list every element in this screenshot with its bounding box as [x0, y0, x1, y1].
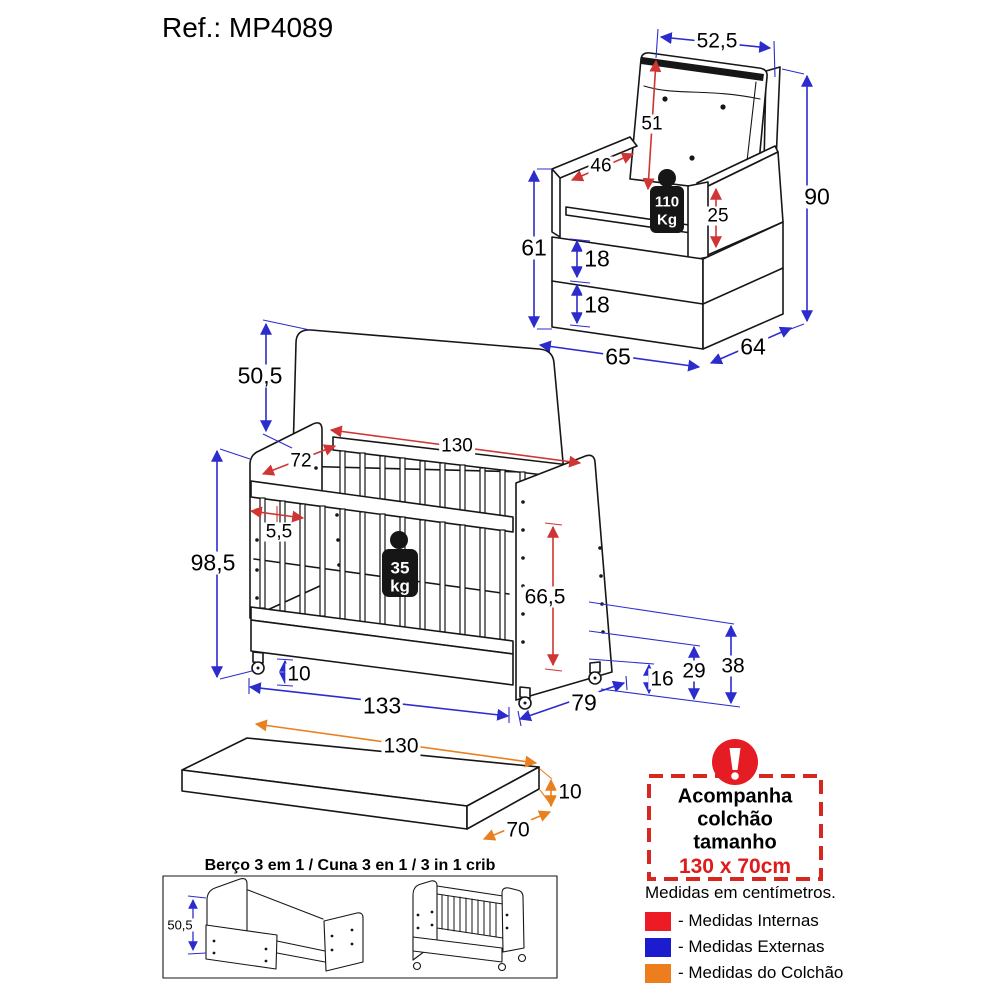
crib-dim-total-depth: 79 [569, 689, 599, 716]
crib-dim-inner-height: 66,5 [522, 585, 568, 609]
crib-dim-clearance: 10 [285, 662, 313, 686]
variants-title: Berço 3 em 1 / Cuna 3 en 1 / 3 in 1 crib [204, 857, 496, 874]
crib-drawing [211, 319, 741, 727]
legend-row-external: - Medidas Externas [645, 937, 824, 957]
crib-weight-unit: kg [390, 576, 410, 596]
notice-box [647, 739, 823, 881]
armchair-dim-upper-base: 18 [582, 245, 612, 272]
mattress-dim-width: 70 [504, 818, 532, 842]
armchair-weight-badge-icon [650, 169, 684, 233]
legend-row-mattress: - Medidas do Colchão [645, 963, 843, 983]
crib-dim-level-2: 29 [680, 659, 708, 683]
crib-dim-slat-gap: 5,5 [263, 521, 295, 543]
legend-swatch-external [645, 937, 671, 957]
armchair-dim-total-height: 90 [802, 183, 832, 210]
armchair-weight-unit: Kg [657, 211, 677, 229]
page-title: Ref.: MP4089 [162, 12, 334, 43]
legend-label-internal: - Medidas Internas [678, 911, 819, 930]
armchair-weight-value: 110 [654, 193, 680, 211]
crib-dim-inner-length: 130 [439, 435, 475, 457]
armchair-dim-arm-depth: 46 [588, 155, 614, 177]
crib-dim-level-1: 16 [648, 667, 676, 691]
mattress-dim-thickness: 10 [556, 780, 584, 804]
legend-label-external: - Medidas Externas [678, 937, 825, 956]
crib-dim-inner-width: 72 [288, 450, 314, 472]
crib-dim-headboard-height: 50,5 [235, 362, 285, 389]
armchair-dim-side-depth: 64 [738, 333, 768, 360]
crib-dim-total-length: 133 [360, 692, 404, 719]
armchair-drawing [528, 28, 813, 372]
mattress-dim-length: 130 [381, 734, 421, 758]
exclamation-icon [712, 739, 758, 785]
legend-swatch-internal [645, 911, 671, 931]
notice-line-1: Acompanha [677, 785, 793, 808]
armchair-dim-side-height: 61 [519, 234, 549, 261]
notice-mattress-size: 130 x 70cm [678, 855, 792, 878]
notice-line-2: colchão [697, 808, 773, 831]
armchair-dim-arm-above-seat: 25 [705, 205, 731, 227]
variants-drawing [162, 875, 558, 979]
notice-line-3: tamanho [693, 831, 777, 854]
legend-note: Medidas em centímetros. [645, 883, 836, 902]
legend-swatch-mattress [645, 963, 671, 983]
armchair-dim-back-height: 51 [639, 113, 665, 135]
variants-dim-side-height: 50,5 [165, 917, 195, 933]
mattress-drawing [181, 719, 557, 841]
armchair-dim-lower-base: 18 [582, 291, 612, 318]
legend-label-mattress: - Medidas do Colchão [678, 963, 844, 982]
legend-row-internal: - Medidas Internas [645, 911, 819, 931]
crib-weight-value: 35 [390, 558, 410, 578]
armchair-dim-front-width: 65 [603, 343, 633, 370]
crib-dim-total-height: 98,5 [188, 549, 238, 576]
crib-weight-badge-icon [382, 531, 418, 597]
crib-dim-level-3: 38 [719, 654, 747, 678]
armchair-dim-top-width: 52,5 [694, 29, 740, 53]
